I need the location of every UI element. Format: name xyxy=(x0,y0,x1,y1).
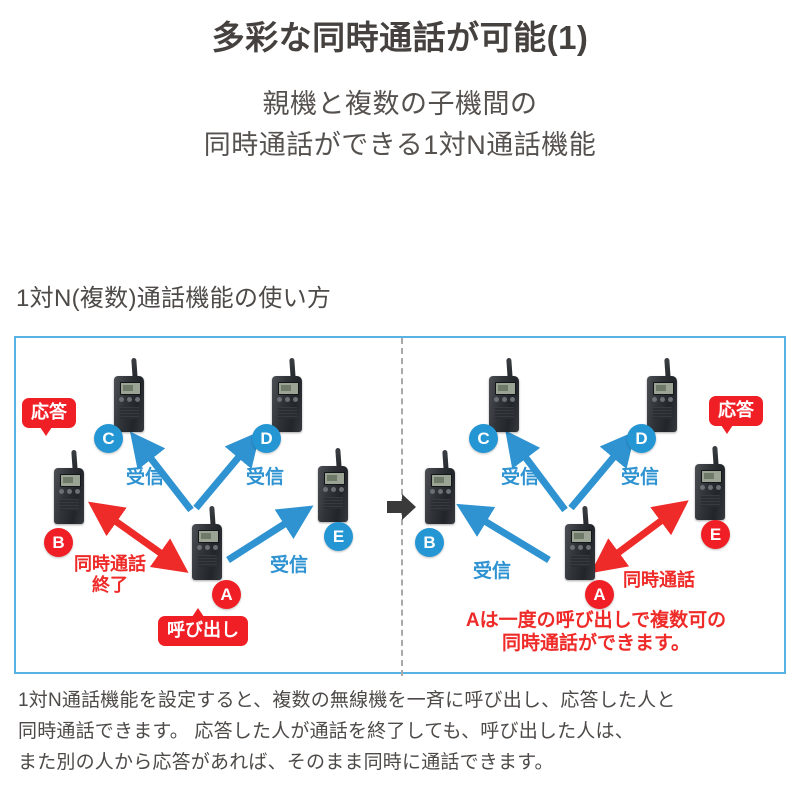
radio-device-b xyxy=(423,449,457,524)
radio-device-c xyxy=(112,357,146,432)
device-badge-a: A xyxy=(212,580,241,609)
speaker-grill xyxy=(324,497,343,509)
label-line-1: 同時通話 xyxy=(623,570,695,590)
device-badge-d: D xyxy=(627,424,656,453)
speaker-grill xyxy=(60,499,79,511)
callout-respond-e: 応答 xyxy=(709,396,763,434)
subtitle-line-1: 親機と複数の子機間の xyxy=(262,88,538,119)
lcd-screen xyxy=(701,470,722,483)
radio-body xyxy=(114,376,144,432)
speaker-grill xyxy=(571,555,590,567)
panel-note: Aは一度の呼び出しで複数可の 同時通話ができます。 xyxy=(431,610,761,656)
note-line-2: 同時通話ができます。 xyxy=(501,632,691,654)
radio-device-d xyxy=(270,357,304,432)
device-badge-d: D xyxy=(252,424,281,453)
callout-respond-b: 応答 xyxy=(22,398,76,436)
button-row xyxy=(323,487,344,492)
speaker-grill xyxy=(278,407,297,419)
callout-tail xyxy=(192,608,204,617)
radio-device-a xyxy=(190,505,224,580)
lcd-screen xyxy=(571,530,592,543)
subtitle-line-2: 同時通話ができる1対N通話機能 xyxy=(203,130,597,161)
receive-label-b: 受信 xyxy=(473,561,512,582)
page-subtitle: 親機と複数の子機間の 同時通話ができる1対N通話機能 xyxy=(0,84,800,168)
radio-body xyxy=(565,524,595,580)
speaker-grill xyxy=(198,555,217,567)
radio-body xyxy=(318,466,348,522)
label-line-2: 終了 xyxy=(92,574,128,595)
lcd-screen xyxy=(278,382,299,395)
receive-label-d: 受信 xyxy=(621,467,660,488)
radio-device-e xyxy=(693,445,727,520)
right-arrow-icon xyxy=(387,494,416,520)
receive-label-e: 受信 xyxy=(270,555,309,576)
radio-device-d xyxy=(645,357,679,432)
callout-tail xyxy=(40,426,52,436)
button-row xyxy=(652,397,673,402)
right-panel-arrows xyxy=(456,430,689,574)
speaker-grill xyxy=(701,495,720,507)
lcd-screen xyxy=(495,382,516,395)
lcd-screen xyxy=(324,472,345,485)
callout-label: 応答 xyxy=(31,402,67,422)
device-badge-b: B xyxy=(44,528,73,557)
radio-body xyxy=(647,376,677,432)
receive-label-c: 受信 xyxy=(126,467,165,488)
diagram-container: C D B E xyxy=(14,336,786,676)
device-badge-b: B xyxy=(415,528,444,557)
receive-label-c: 受信 xyxy=(501,467,540,488)
radio-device-a xyxy=(563,505,597,580)
radio-body xyxy=(425,468,455,524)
button-row xyxy=(119,397,140,402)
radio-body xyxy=(695,464,725,520)
callout-label: 呼び出し xyxy=(167,620,239,640)
callout-tail xyxy=(721,424,733,434)
speaker-grill xyxy=(120,407,139,419)
button-row xyxy=(197,545,218,550)
callout-call-a: 呼び出し xyxy=(158,608,248,646)
caption-line-1: 1対N通話機能を設定すると、複数の無線機を一斉に呼び出し、応答した人と xyxy=(18,690,676,711)
section-heading: 1対N(複数)通話機能の使い方 xyxy=(16,285,332,312)
label-line-1: 同時通話 xyxy=(74,554,146,574)
lcd-screen xyxy=(653,382,674,395)
diagram-panel-right: C D B E xyxy=(401,338,786,672)
speaker-grill xyxy=(495,407,514,419)
bottom-caption: 1対N通話機能を設定すると、複数の無線機を一斉に呼び出し、応答した人と 同時通話… xyxy=(18,686,676,778)
label-simultaneous-talk: 同時通話 xyxy=(623,570,695,591)
note-line-1: Aは一度の呼び出しで複数可の xyxy=(465,610,727,631)
caption-line-3: また別の人から応答があれば、そのまま同時に通話できます。 xyxy=(18,751,554,773)
button-row xyxy=(570,545,591,550)
receive-label-d: 受信 xyxy=(246,467,285,488)
device-badge-a: A xyxy=(585,580,614,609)
speaker-grill xyxy=(431,499,450,511)
button-row xyxy=(277,397,298,402)
radio-body xyxy=(192,524,222,580)
button-row xyxy=(494,397,515,402)
callout-label: 応答 xyxy=(718,400,754,420)
left-panel-arrows xyxy=(88,430,314,573)
radio-device-e xyxy=(316,447,350,522)
speaker-grill xyxy=(653,407,672,419)
lcd-screen xyxy=(431,474,452,487)
device-badge-c: C xyxy=(469,424,498,453)
page-title: 多彩な同時通話が可能(1) xyxy=(211,19,589,56)
caption-line-2: 同時通話できます。 応答した人が通話を終了しても、呼び出した人は、 xyxy=(18,720,634,742)
button-row xyxy=(430,489,451,494)
label-simultaneous-end: 同時通話 終了 xyxy=(74,554,146,595)
device-badge-e: E xyxy=(324,522,353,551)
lcd-screen xyxy=(120,382,141,395)
button-row xyxy=(59,489,80,494)
radio-device-c xyxy=(487,357,521,432)
button-row xyxy=(700,485,721,490)
radio-body xyxy=(54,468,84,524)
diagram-panel-left: C D B E xyxy=(16,338,401,672)
device-badge-c: C xyxy=(94,424,123,453)
header: 多彩な同時通話が可能(1) 親機と複数の子機間の 同時通話ができる1対N通話機能 xyxy=(0,0,800,167)
device-badge-e: E xyxy=(701,520,730,549)
lcd-screen xyxy=(60,474,81,487)
radio-body xyxy=(272,376,302,432)
lcd-screen xyxy=(198,530,219,543)
radio-body xyxy=(489,376,519,432)
radio-device-b xyxy=(52,449,86,524)
